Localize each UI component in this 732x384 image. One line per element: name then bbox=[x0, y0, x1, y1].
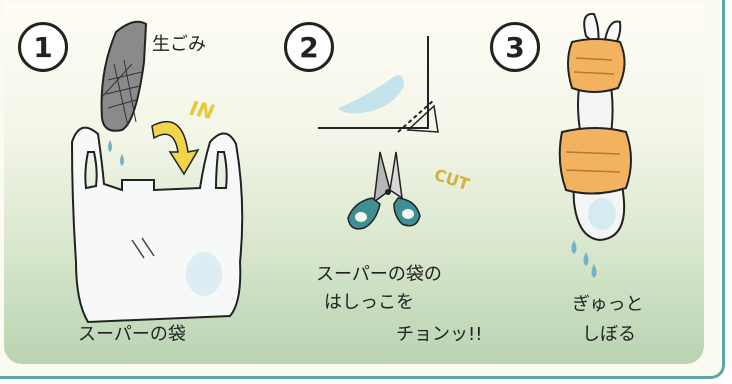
step-3-caption-line-2: しぼる bbox=[582, 324, 636, 345]
step-1-drawing bbox=[70, 12, 632, 324]
squeezing-hands-icon bbox=[558, 38, 632, 195]
cut-corner-line bbox=[397, 99, 435, 133]
step-3-number-text: 3 bbox=[505, 30, 525, 64]
in-label: IN bbox=[187, 95, 217, 125]
step-1-caption: スーパーの袋 bbox=[78, 324, 186, 345]
step-2-caption-line-2: はしっこを bbox=[324, 292, 414, 313]
plastic-bag-icon bbox=[70, 126, 244, 324]
step-3-caption-line-1: ぎゅっと bbox=[572, 294, 644, 315]
step-2-caption-line-3: チョンッ!! bbox=[396, 324, 483, 345]
step-1-number-text: 1 bbox=[33, 30, 53, 64]
garbage-net-icon bbox=[100, 20, 148, 132]
water-drops-icon bbox=[571, 240, 597, 278]
steps-panel: 1 bbox=[4, 2, 704, 364]
garbage-label: 生ごみ bbox=[152, 34, 206, 55]
scissors-icon bbox=[347, 151, 421, 230]
step-3-number: 3 bbox=[490, 22, 540, 72]
step-2-caption-line-1: スーパーの袋の bbox=[316, 264, 442, 285]
step-1-number: 1 bbox=[18, 22, 68, 72]
step-2-number: 2 bbox=[284, 22, 334, 72]
step-2-number-text: 2 bbox=[299, 30, 319, 64]
in-arrow-icon bbox=[151, 121, 200, 176]
